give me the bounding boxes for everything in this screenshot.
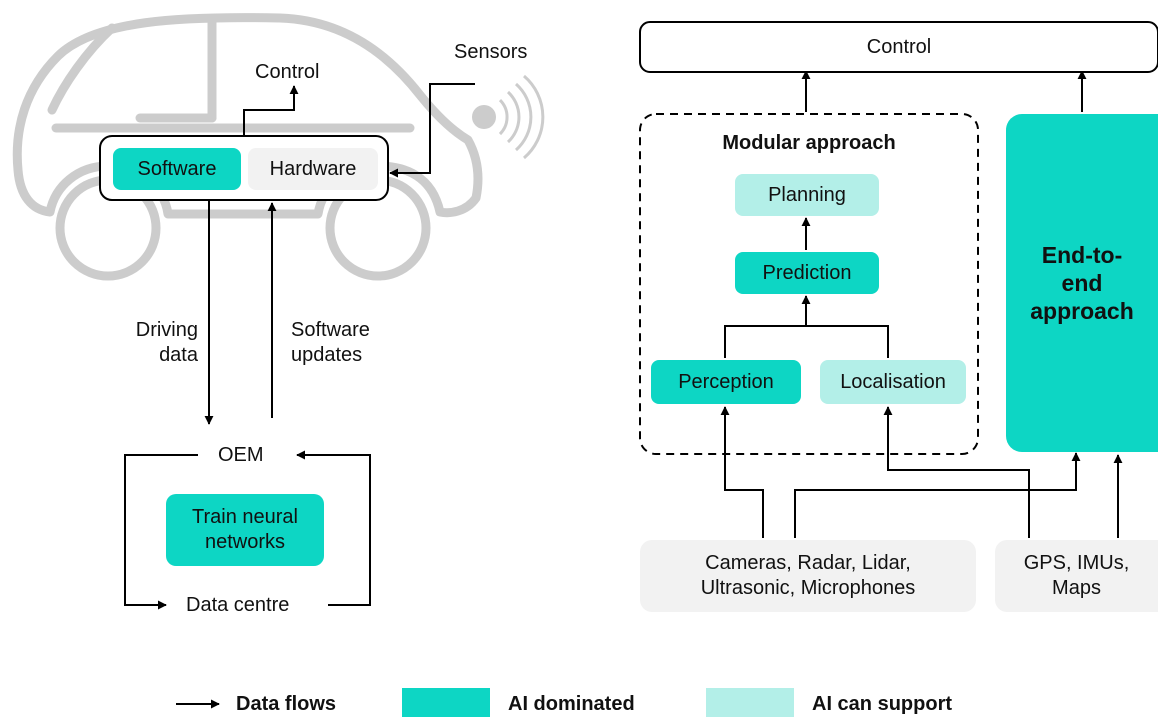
sensor-icon	[472, 74, 545, 160]
legend-ai-can-support: AI can support	[812, 693, 953, 715]
software-box: Software	[113, 148, 241, 190]
driving-data-label: Driving data	[135, 319, 198, 366]
legend-ai-dominated-swatch	[402, 688, 490, 717]
control-box	[639, 21, 1158, 73]
perception-box: Perception	[651, 360, 801, 404]
train-neural-networks-box: Train neural networks	[166, 494, 324, 566]
legend-ai-dominated: AI dominated	[508, 693, 635, 715]
modular-approach-box	[639, 113, 979, 455]
data-centre-label: Data centre	[186, 594, 290, 616]
end-to-end-approach-box: End-to- end approach	[1006, 114, 1158, 452]
oem-label: OEM	[218, 444, 264, 466]
prediction-box: Prediction	[735, 252, 879, 294]
gps-input-box: GPS, IMUs, Maps	[995, 540, 1158, 612]
localisation-box: Localisation	[820, 360, 966, 404]
control-label-left: Control	[255, 61, 320, 83]
legend-data-flows: Data flows	[236, 693, 337, 715]
control-label-right: Control	[866, 35, 932, 58]
sensors-input-box: Cameras, Radar, Lidar, Ultrasonic, Micro…	[640, 540, 976, 612]
legend-ai-can-support-swatch	[706, 688, 794, 717]
software-updates-label: Software updates	[291, 319, 370, 366]
sensors-label: Sensors	[454, 41, 528, 63]
modular-approach-title: Modular approach	[722, 131, 896, 154]
hardware-box: Hardware	[248, 148, 378, 190]
planning-box: Planning	[735, 174, 879, 216]
